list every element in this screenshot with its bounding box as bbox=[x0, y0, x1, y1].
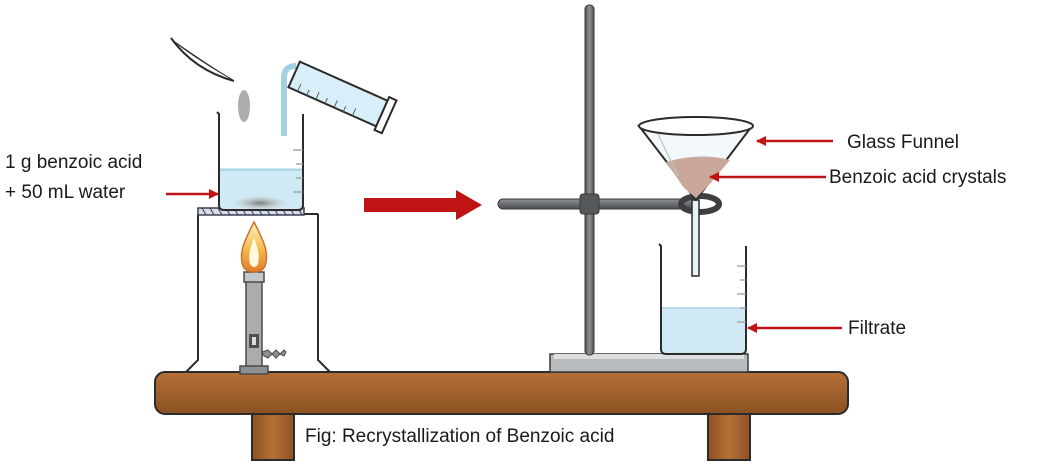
label-sample-line1: 1 g benzoic acid bbox=[5, 152, 143, 173]
label-sample-line2: + 50 mL water bbox=[5, 182, 126, 203]
boss-head bbox=[579, 193, 600, 215]
burner-flame bbox=[240, 220, 268, 273]
stand-rod bbox=[584, 4, 595, 356]
filtrate-beaker bbox=[658, 243, 747, 355]
table-top bbox=[154, 371, 849, 415]
label-filtrate: Filtrate bbox=[848, 318, 907, 339]
retort-stand bbox=[497, 4, 749, 373]
process-arrow bbox=[364, 190, 482, 220]
bunsen-burner bbox=[239, 271, 287, 375]
figure-caption: Fig: Recrystallization of Benzoic acid bbox=[305, 426, 615, 447]
watch-glass bbox=[170, 37, 235, 82]
heating-beaker bbox=[216, 111, 304, 211]
label-glass-funnel: Glass Funnel bbox=[847, 132, 959, 153]
glass-funnel bbox=[636, 116, 755, 277]
pointer-arrows bbox=[166, 136, 842, 333]
lab-table bbox=[154, 371, 849, 461]
label-crystals: Benzoic acid crystals bbox=[829, 167, 1007, 188]
benzoic-acid-crystals bbox=[666, 156, 730, 198]
falling-solid bbox=[238, 90, 250, 122]
measuring-cylinder bbox=[281, 60, 398, 136]
